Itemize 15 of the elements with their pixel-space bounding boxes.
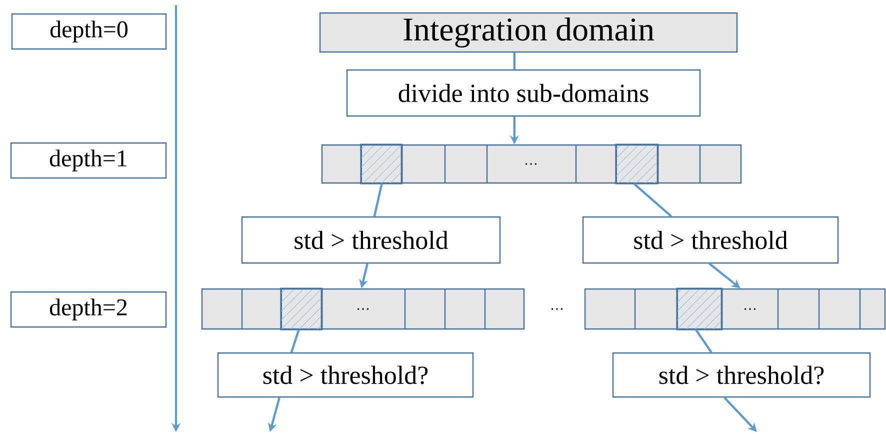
depth-label-box: depth=2 bbox=[10, 291, 167, 328]
ellipsis-label: … bbox=[552, 308, 563, 310]
hatched-cell bbox=[280, 288, 323, 330]
hatched-cell bbox=[615, 144, 659, 184]
domain-box: Integration domain bbox=[319, 12, 738, 53]
arrow bbox=[724, 396, 757, 432]
hatched-cell bbox=[676, 288, 723, 330]
depth-label-box: depth=1 bbox=[10, 142, 167, 179]
condition-box: std > threshold? bbox=[217, 352, 474, 398]
process-box: divide into sub-domains bbox=[346, 69, 701, 117]
condition-box: std > threshold bbox=[241, 216, 501, 264]
hatched-cell bbox=[360, 144, 403, 184]
condition-box: std > threshold bbox=[582, 216, 839, 264]
depth-label-box: depth=0 bbox=[11, 13, 167, 50]
condition-box: std > threshold? bbox=[612, 352, 871, 398]
